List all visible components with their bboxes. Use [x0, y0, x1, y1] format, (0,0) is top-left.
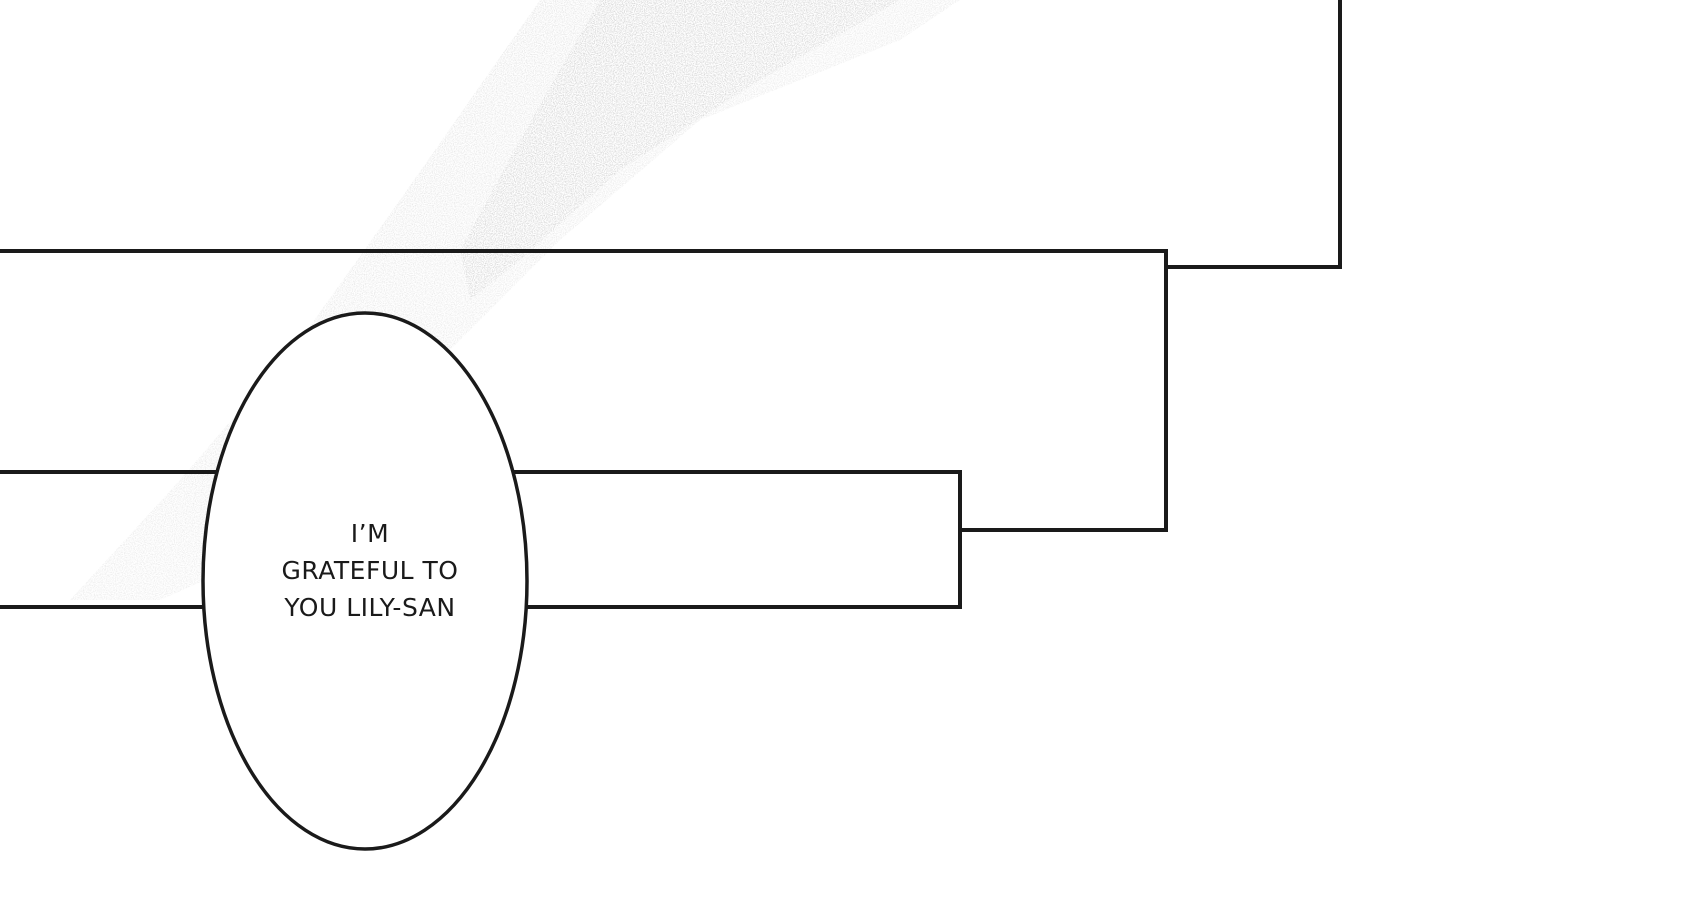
speech-bubble-text: I’M GRATEFUL TO YOU LILY-SAN	[281, 519, 459, 622]
speech-bubble	[201, 311, 529, 851]
frame-middle	[0, 249, 1168, 532]
frame-top	[1166, 0, 1342, 269]
